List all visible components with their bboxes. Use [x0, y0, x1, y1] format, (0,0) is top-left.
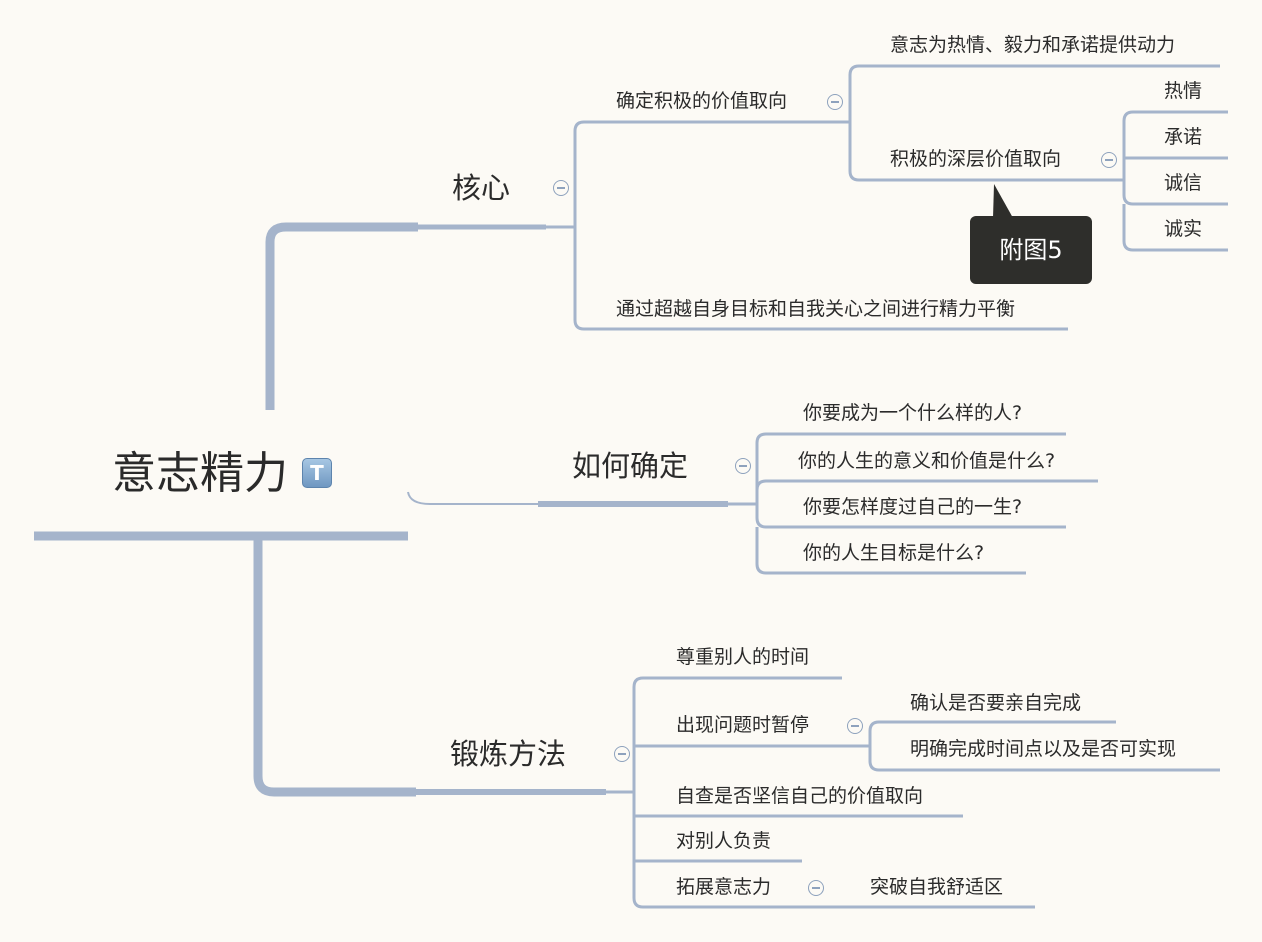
topic-pause[interactable]: 出现问题时暂停	[676, 714, 810, 736]
topic-deep-values[interactable]: 积极的深层价值取向	[890, 148, 1062, 170]
how-bracket-top	[755, 432, 1066, 504]
how-bracket-2	[755, 479, 1098, 491]
topic-comfort-zone[interactable]: 突破自我舒适区	[870, 876, 1004, 898]
connector-root-how	[407, 491, 538, 505]
topic-honesty[interactable]: 诚实	[1164, 218, 1203, 240]
callout-figure-label[interactable]: 附图5	[970, 216, 1092, 284]
topic-expand-will[interactable]: 拓展意志力	[676, 876, 772, 898]
collapse-how-icon[interactable]	[735, 458, 751, 474]
connector-root-training	[253, 540, 416, 797]
topic-responsible[interactable]: 对别人负责	[676, 830, 772, 852]
topic-core[interactable]: 核心	[452, 171, 511, 205]
topic-commitment[interactable]: 承诺	[1164, 126, 1203, 148]
deep-item-4	[1122, 204, 1228, 252]
topic-define-deadline[interactable]: 明确完成时间点以及是否可实现	[910, 738, 1177, 760]
collapse-pause-icon[interactable]	[847, 718, 863, 734]
topic-enthusiasm[interactable]: 热情	[1164, 80, 1203, 102]
values-bracket	[848, 64, 1220, 122]
question-1[interactable]: 你要成为一个什么样的人?	[803, 402, 1023, 424]
question-4[interactable]: 你的人生目标是什么?	[803, 542, 985, 564]
values-bracket-low	[848, 122, 1124, 182]
connector-root-core	[265, 222, 418, 410]
topic-positive-values[interactable]: 确定积极的价值取向	[616, 90, 788, 112]
core-bracket	[573, 120, 850, 227]
question-3[interactable]: 你要怎样度过自己的一生?	[803, 496, 1023, 518]
topic-confirm-self[interactable]: 确认是否要亲自完成	[910, 692, 1082, 714]
collapse-positive-values-icon[interactable]	[827, 94, 843, 110]
topic-will-provides[interactable]: 意志为热情、毅力和承诺提供动力	[890, 34, 1176, 56]
callout-pointer	[993, 184, 1013, 218]
topic-respect-time[interactable]: 尊重别人的时间	[676, 646, 810, 668]
deep-item-3	[1122, 180, 1228, 206]
collapse-expand-icon[interactable]	[808, 880, 824, 896]
text-badge-icon: T	[302, 458, 332, 488]
topic-how-to-define[interactable]: 如何确定	[572, 449, 689, 483]
deep-bracket	[1122, 110, 1228, 180]
how-bracket-3	[755, 504, 1066, 529]
topic-training[interactable]: 锻炼方法	[450, 737, 567, 771]
pause-bracket-bottom	[868, 746, 1220, 772]
topic-integrity[interactable]: 诚信	[1164, 172, 1203, 194]
training-bracket-5	[632, 861, 1035, 909]
root-topic[interactable]: 意志精力	[112, 448, 288, 499]
training-bracket-top	[632, 676, 842, 792]
topic-balance[interactable]: 通过超越自身目标和自我关心之间进行精力平衡	[616, 298, 1016, 320]
pause-bracket-top	[868, 720, 1116, 746]
core-bracket-low	[573, 227, 1068, 331]
collapse-core-icon[interactable]	[553, 180, 569, 196]
how-bracket-4	[755, 527, 1026, 575]
collapse-deep-values-icon[interactable]	[1101, 152, 1117, 168]
collapse-training-icon[interactable]	[614, 746, 630, 762]
question-2[interactable]: 你的人生的意义和价值是什么?	[798, 450, 1056, 472]
topic-self-check[interactable]: 自查是否坚信自己的价值取向	[676, 785, 924, 807]
